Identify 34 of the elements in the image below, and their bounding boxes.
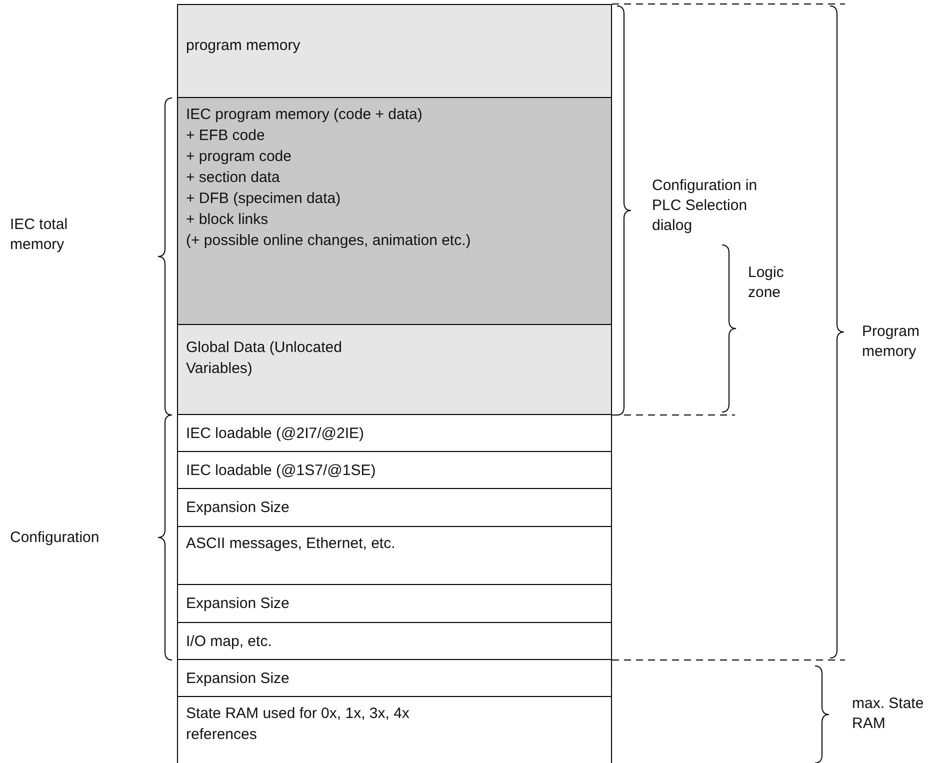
segment-text: Expansion Size [186, 498, 290, 518]
segment-text: program memory [186, 36, 300, 56]
segment-text: + program code [186, 147, 292, 167]
brace-label: max. State RAM [852, 694, 925, 734]
segment-text: + EFB code [186, 126, 265, 146]
segment-text: IEC program memory (code + data) [186, 105, 422, 125]
segment-text: IEC loadable (@2I7/@2IE) [186, 424, 364, 444]
memory-segment [177, 415, 612, 452]
memory-segment [177, 325, 612, 415]
memory-segment [177, 527, 612, 585]
memory-segment [177, 4, 612, 98]
memory-segment [177, 660, 612, 697]
segment-text: I/O map, etc. [186, 632, 272, 652]
segment-text: + section data [186, 168, 280, 188]
brace-label: Program memory [862, 322, 921, 362]
memory-segment [177, 623, 612, 660]
brace-label: Configuration in PLC Selection dialog [652, 176, 758, 236]
brace-label: Logic zone [748, 263, 785, 303]
brace-label: IEC total memory [10, 215, 69, 255]
memory-segment [177, 452, 612, 489]
segment-text: Expansion Size [186, 669, 290, 689]
segment-text: (+ possible online changes, animation etc.) [186, 231, 471, 251]
memory-segment [177, 98, 612, 325]
segment-text: IEC loadable (@1S7/@1SE) [186, 461, 376, 481]
segment-text: + DFB (specimen data) [186, 189, 341, 209]
segment-text: + block links [186, 210, 268, 230]
memory-segment [177, 489, 612, 527]
segment-text: State RAM used for 0x, 1x, 3x, 4x references [186, 704, 410, 745]
memory-segment [177, 697, 612, 763]
segment-text: Expansion Size [186, 594, 290, 614]
segment-text: Global Data (Unlocated Variables) [186, 338, 343, 379]
memory-segment [177, 585, 612, 623]
segment-text: ASCII messages, Ethernet, etc. [186, 534, 396, 554]
brace-label: Configuration [10, 528, 100, 548]
